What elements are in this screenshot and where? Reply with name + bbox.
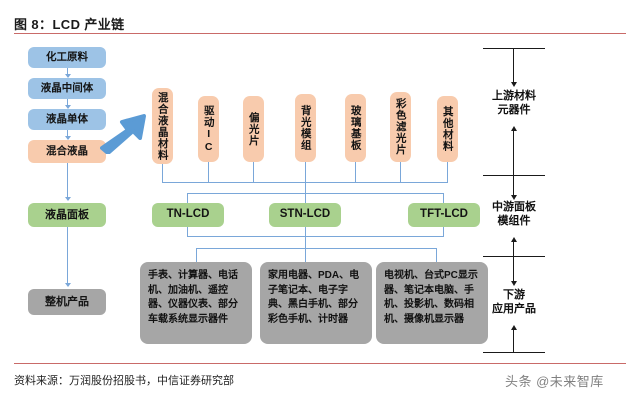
axis-label-upstream: 上游材料 元器件 [492,90,536,117]
axis-segment-mid-bottom [513,242,515,256]
material-box-backlight-module: 背光模组 [295,94,316,162]
panel-bus-line [187,236,444,237]
axis-segment-upstream-top [513,48,515,82]
material-box-driver-ic: 驱动IC [198,96,219,162]
page-title: 图 8：LCD 产业链 [14,17,125,32]
chain-connector-4 [67,163,68,199]
panel-drop-stn [305,227,306,236]
application-feed-drop-2 [305,248,306,262]
chain-node-lc-intermediate: 液晶中间体 [28,78,106,99]
chain-arrow-4 [64,197,71,201]
panel-drop-tn [187,227,188,236]
panel-type-tn-lcd: TN-LCD [152,203,224,227]
material-drop-7 [447,162,448,182]
material-drop-6 [400,162,401,182]
axis-segment-down-top [513,256,515,281]
chain-arrow-3 [64,136,71,140]
axis-segment-mid-top [513,175,515,195]
axis-arrow-down-down [511,281,517,286]
axis-label-midstream: 中游面板 模组件 [492,201,536,228]
title-divider [14,33,626,34]
material-box-color-filter: 彩色滤光片 [390,92,411,162]
axis-label-downstream: 下游 应用产品 [492,289,536,316]
material-bus-center-drop [305,182,306,193]
panel-feed-drop-stn [305,193,306,203]
footer-divider [14,363,626,364]
chain-node-lc-monomer: 液晶单体 [28,109,106,130]
axis-arrow-down-up [511,325,517,330]
application-box-tft: 电视机、台式PC显示器、笔记本电脑、手机、投影机、数码相机、摄像机显示器 [376,262,488,344]
chain-connector-3 [67,130,68,138]
panel-feed-bus-line [187,193,443,194]
flow-block-arrow-icon [100,114,146,154]
watermark-label: 头条 @未来智库 [505,374,604,389]
material-drop-3 [253,162,254,182]
axis-arrow-upstream-up [511,126,517,131]
application-feed-bus-line [196,248,436,249]
panel-type-stn-lcd: STN-LCD [269,203,341,227]
material-box-other-materials: 其他材料 [437,96,458,162]
chain-connector-1 [67,68,68,76]
application-box-tn: 手表、计算器、电话机、加油机、遥控器、仪器仪表、部分车载系统显示器件 [140,262,252,344]
application-box-stn: 家用电器、PDA、电子笔记本、电子字典、黑白手机、部分彩色手机、计时器 [260,262,372,344]
axis-arrow-mid-up [511,237,517,242]
chain-node-mixed-liquid-crystal: 混合液晶 [28,140,106,163]
source-note: 资料来源：万润股份招股书，中信证券研究部 [14,375,234,387]
panel-feed-drop-tft [443,193,444,203]
material-drop-1 [162,164,163,182]
axis-segment-upstream-bottom [513,131,515,175]
chain-arrow-5 [64,283,71,287]
axis-segment-down-bottom [513,330,515,352]
axis-tick-bottom [483,352,545,354]
material-box-polarizer: 偏光片 [243,96,264,162]
chain-connector-2 [67,99,68,107]
application-feed-drop-3 [436,248,437,262]
chain-node-lcd-panel: 液晶面板 [28,203,106,227]
panel-drop-tft [443,227,444,236]
chain-node-finished-product: 整机产品 [28,289,106,315]
application-feed-drop-1 [196,248,197,262]
chain-node-chemical-raw-material: 化工原料 [28,47,106,68]
axis-arrow-mid-down [511,195,517,200]
material-box-glass-substrate: 玻璃基板 [345,94,366,162]
chain-arrow-1 [64,74,71,78]
chain-arrow-2 [64,105,71,109]
chain-connector-5 [67,227,68,285]
panel-feed-drop-tn [187,193,188,203]
panel-type-tft-lcd: TFT-LCD [408,203,480,227]
material-drop-2 [208,162,209,182]
panel-bus-center-drop [305,236,306,248]
axis-arrow-upstream-down [511,82,517,87]
material-drop-5 [355,162,356,182]
material-box-mixed-lc-material: 混合液晶材料 [152,88,173,164]
material-drop-4 [305,162,306,182]
